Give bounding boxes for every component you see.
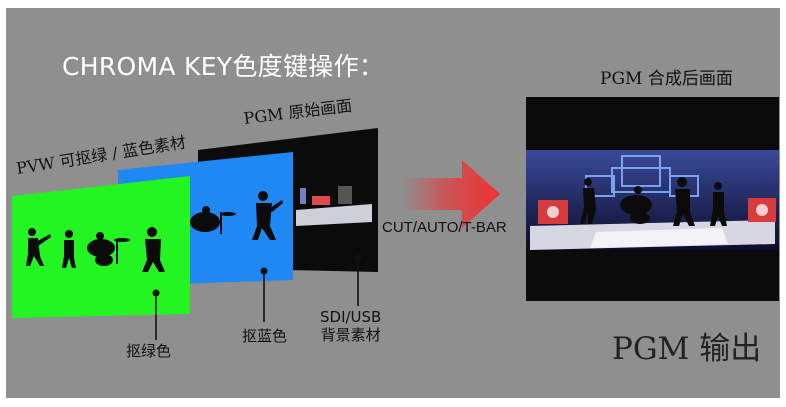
label-leaders <box>155 258 359 340</box>
pgm-output-frame <box>526 97 779 301</box>
transition-arrow <box>402 160 500 228</box>
background-source-line1: SDI/USB <box>320 308 382 326</box>
pgm-composite-caption: PGM 合成后画面 <box>600 69 733 89</box>
transition-label: CUT/AUTO/T-BAR <box>382 219 507 236</box>
pgm-output-label: PGM 输出 <box>612 331 762 367</box>
page-title: CHROMA KEY色度键操作： <box>62 52 385 81</box>
blue-key-label: 抠蓝色 <box>242 327 288 345</box>
background-source-line2: 背景素材 <box>320 326 381 344</box>
background-source-label: SDI/USB 背景素材 <box>320 308 381 344</box>
green-key-label: 抠绿色 <box>126 342 172 360</box>
green-screen-layer <box>12 176 190 318</box>
leader-dots <box>152 254 362 297</box>
